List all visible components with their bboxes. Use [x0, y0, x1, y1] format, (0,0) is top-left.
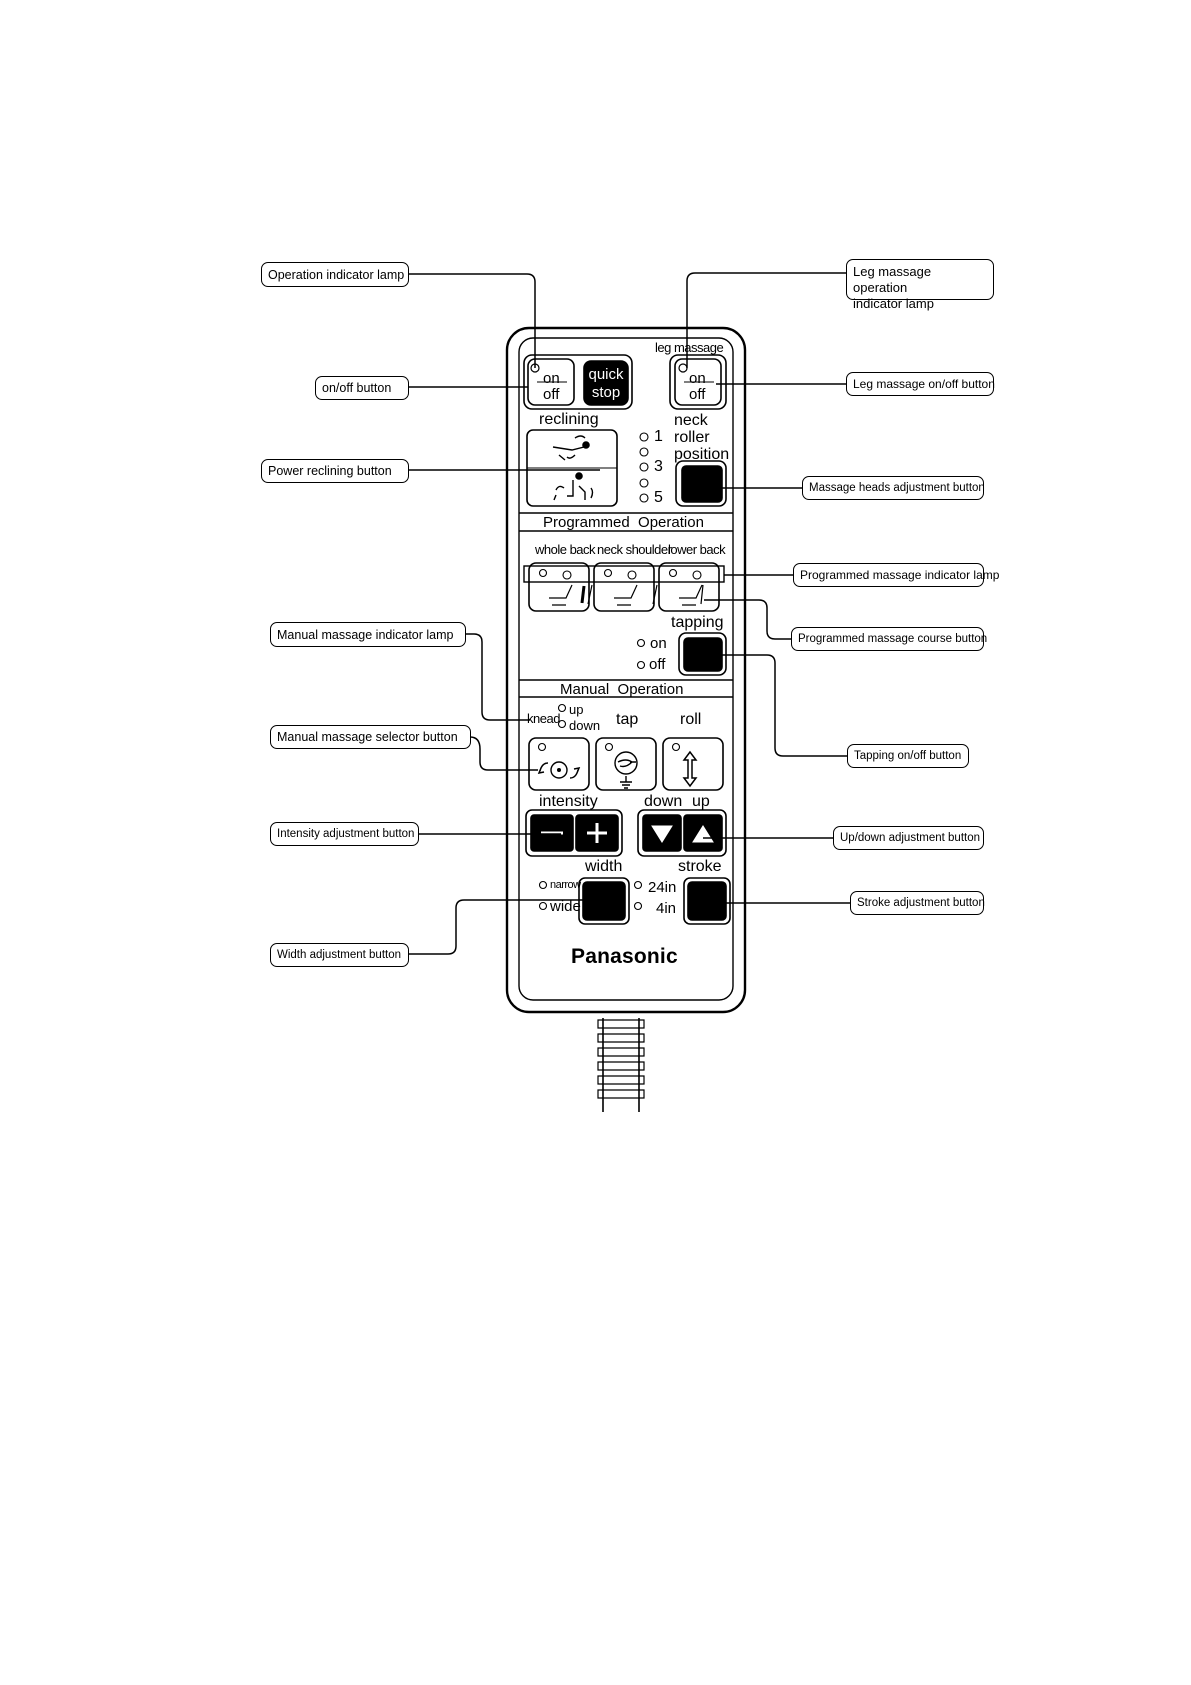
callout-leg-lamp-line1: Leg massage operation: [853, 264, 932, 295]
recline-back-button[interactable]: [527, 430, 617, 468]
callout-power-reclining-button: Power reclining button: [261, 459, 409, 483]
lower-back-course-button[interactable]: [659, 563, 719, 611]
neck-position-3: 3: [654, 458, 663, 475]
tapping-off-label: off: [649, 656, 666, 673]
stroke-button[interactable]: [688, 882, 726, 920]
narrow-label: narrow: [550, 879, 581, 891]
roller-label: roller: [674, 429, 710, 446]
roll-label: roll: [680, 711, 702, 728]
callout-manual-massage-indicator-lamp: Manual massage indicator lamp: [270, 622, 466, 647]
tapping-on-off-button[interactable]: [679, 633, 726, 675]
leader-manual-lamp: [465, 633, 530, 721]
leader-operation-lamp: [408, 273, 536, 368]
off-label: off: [543, 386, 560, 403]
callout-leg-massage-on-off-button: Leg massage on/off button: [846, 372, 995, 396]
leader-tapping: [704, 654, 847, 757]
roll-button[interactable]: [663, 738, 723, 790]
lower-back-label: lower back: [668, 542, 726, 557]
neck-label: neck: [674, 412, 708, 429]
callout-manual-massage-selector-button: Manual massage selector button: [270, 725, 471, 749]
width-label: width: [585, 858, 623, 875]
knead-button[interactable]: [529, 738, 589, 790]
neck-shoulder-course-button[interactable]: [594, 563, 654, 611]
callout-programmed-massage-indicator-lamp: Programmed massage indicator lamp: [793, 563, 999, 587]
intensity-minus-button[interactable]: [531, 815, 573, 851]
callout-tapping-on-off-button: Tapping on/off button: [847, 744, 969, 768]
quick-stop-button-shape: [583, 360, 629, 406]
position-label: position: [674, 446, 730, 463]
on-label: on: [543, 370, 560, 387]
width-button[interactable]: [583, 882, 625, 920]
leader-manual-selector: [469, 736, 538, 771]
brand-logo: Panasonic: [571, 945, 678, 968]
callout-programmed-massage-course-button: Programmed massage course button: [791, 627, 987, 651]
remote-face-panel: [518, 337, 734, 1001]
callout-width-adjustment-button: Width adjustment button: [270, 943, 409, 967]
callout-up-down-adjustment-button: Up/down adjustment button: [833, 826, 984, 850]
whole-back-label: whole back: [535, 542, 596, 557]
reclining-label: reclining: [539, 411, 599, 428]
intensity-label: intensity: [539, 793, 598, 810]
whole-back-course-button[interactable]: [529, 563, 589, 611]
callout-on-off-button: on/off button: [315, 376, 409, 400]
neck-roller-position-button[interactable]: [676, 461, 726, 506]
callout-operation-indicator-lamp: Operation indicator lamp: [261, 262, 409, 287]
stroke-4in-label: 4in: [656, 900, 677, 917]
cable: [597, 1018, 645, 1112]
quick-stop-button[interactable]: [584, 361, 628, 405]
tapping-label: tapping: [671, 614, 724, 631]
up-label: up: [692, 793, 710, 810]
leader-programmed-course: [704, 599, 791, 640]
leader-leg-lamp: [686, 272, 846, 368]
tapping-on-label: on: [650, 635, 667, 652]
remote-body-outline: [505, 326, 747, 1014]
callout-massage-heads-adjustment-button: Massage heads adjustment button: [802, 476, 985, 500]
stop-label: stop: [591, 384, 621, 401]
intensity-plus-button[interactable]: [576, 815, 618, 851]
knead-up-label: up: [569, 702, 584, 717]
leg-massage-on-off-button[interactable]: [675, 359, 721, 405]
stroke-24in-label: 24in: [648, 879, 677, 896]
programmed-operation-heading: Programmed Operation: [543, 514, 704, 531]
recline-upright-button[interactable]: [527, 468, 617, 506]
leg-off-label: off: [689, 386, 706, 403]
up-button[interactable]: [684, 815, 722, 851]
knead-down-label: down: [569, 718, 601, 733]
tap-label: tap: [616, 711, 639, 728]
tap-button[interactable]: [596, 738, 656, 790]
down-label: down: [644, 793, 683, 810]
leader-width: [408, 899, 603, 955]
leg-on-label: on: [689, 370, 706, 387]
leg-massage-label: leg massage: [655, 340, 724, 355]
callout-leg-lamp-line2: indicator lamp: [853, 296, 934, 311]
wide-label: wide: [550, 898, 581, 915]
callout-stroke-adjustment-button: Stroke adjustment button: [850, 891, 985, 915]
on-off-button[interactable]: [528, 359, 574, 405]
callout-leg-massage-operation-indicator-lamp: Leg massage operation indicator lamp: [846, 259, 994, 311]
knead-label: knead: [527, 711, 560, 726]
callout-intensity-adjustment-button: Intensity adjustment button: [270, 822, 419, 846]
neck-position-1: 1: [654, 428, 663, 445]
stroke-label: stroke: [678, 858, 722, 875]
down-button[interactable]: [643, 815, 681, 851]
neck-position-5: 5: [654, 489, 663, 506]
neck-shoulder-label: neck shoulder: [597, 542, 672, 557]
manual-operation-heading: Manual Operation: [560, 681, 684, 698]
quick-label: quick: [588, 366, 624, 383]
